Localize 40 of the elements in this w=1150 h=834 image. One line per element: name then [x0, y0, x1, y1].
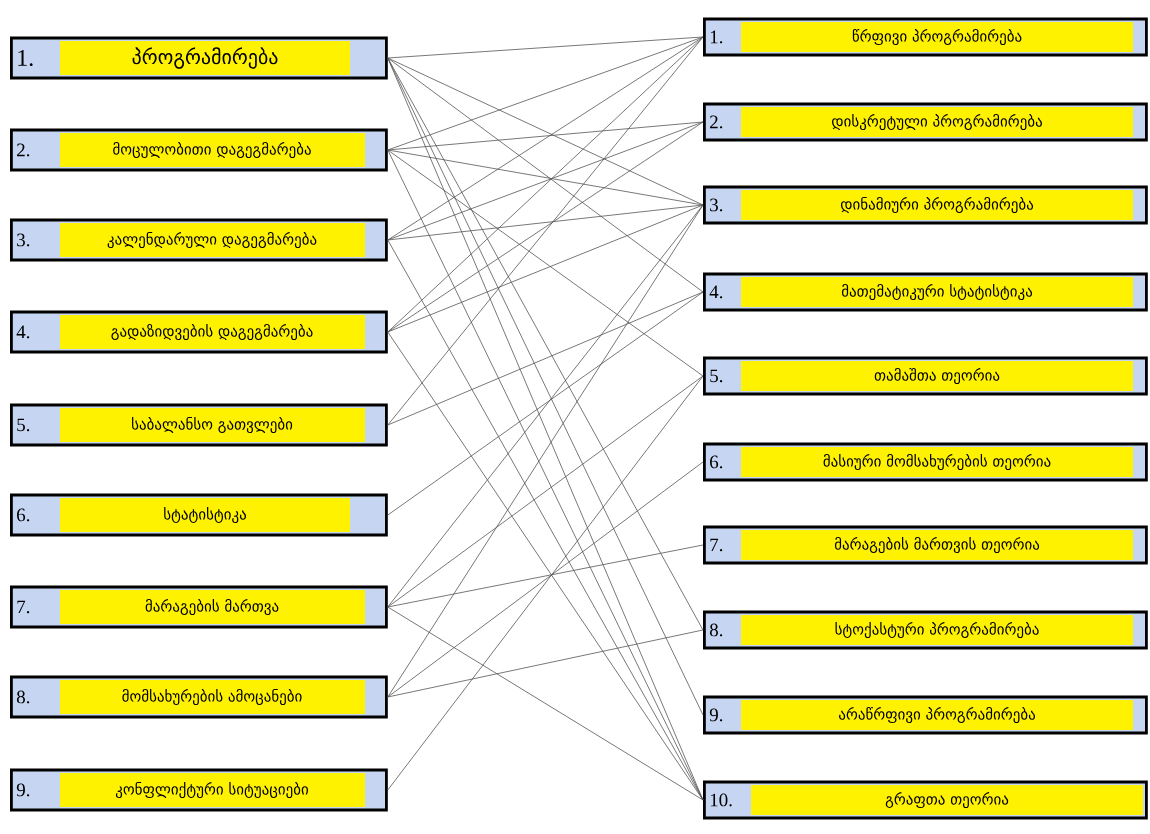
connector-line — [387, 149, 704, 206]
connector-line — [387, 544, 704, 608]
topic-box: 6. სტატისტიკა — [10, 493, 388, 537]
topic-box: 5. საბალანსო გათვლები — [10, 403, 388, 447]
connector-line — [387, 36, 704, 426]
topic-box: 7. მარაგების მართვა — [10, 585, 388, 629]
topic-box: 8. მომსახურების ამოცანები — [10, 675, 388, 719]
topic-box: 4. მათემატიკური სტატისტიკა — [703, 272, 1148, 312]
topic-box: 10. გრაფთა თეორია — [703, 780, 1148, 820]
connector-line — [387, 36, 704, 59]
connector-line — [387, 204, 704, 698]
connector-line — [387, 36, 704, 151]
topic-box: 1. წრფივი პროგრამირება — [703, 17, 1148, 57]
topic-box: 2. დისკრეტული პროგრამირება — [703, 102, 1148, 142]
topic-box: 3. კალენდარული დაგეგმარება — [10, 218, 388, 262]
topic-box: 1. პროგრამირება — [10, 36, 388, 80]
topic-box: 4. გადაზიდვების დაგეგმარება — [10, 310, 388, 354]
topic-box: 7. მარაგების მართვის თეორია — [703, 525, 1148, 565]
connector-line — [387, 606, 704, 801]
connector-line — [387, 149, 704, 377]
connector-line — [387, 461, 704, 698]
connector-line — [387, 121, 704, 333]
connector-line — [387, 36, 704, 333]
topic-box: 2. მოცულობითი დაგეგმარება — [10, 128, 388, 172]
topic-box: 6. მასიური მომსახურების თეორია — [703, 442, 1148, 482]
connector-line — [387, 204, 704, 608]
connector-line — [387, 121, 704, 151]
connector-line — [387, 121, 704, 241]
topic-box: 9. არაწრფივი პროგრამირება — [703, 695, 1148, 735]
connector-line — [387, 375, 704, 608]
connector-line — [387, 291, 704, 426]
connector-line — [387, 57, 704, 293]
topic-box: 9. კონფლიქტური სიტუაციები — [10, 768, 388, 812]
topic-box: 3. დინამიური პროგრამირება — [703, 185, 1148, 225]
topic-box: 5. თამაშთა თეორია — [703, 356, 1148, 396]
topic-box: 8. სტოქასტური პროგრამირება — [703, 610, 1148, 650]
connector-line — [387, 204, 704, 333]
connector-line — [387, 629, 704, 698]
connector-line — [387, 291, 704, 516]
connector-line — [387, 36, 704, 241]
